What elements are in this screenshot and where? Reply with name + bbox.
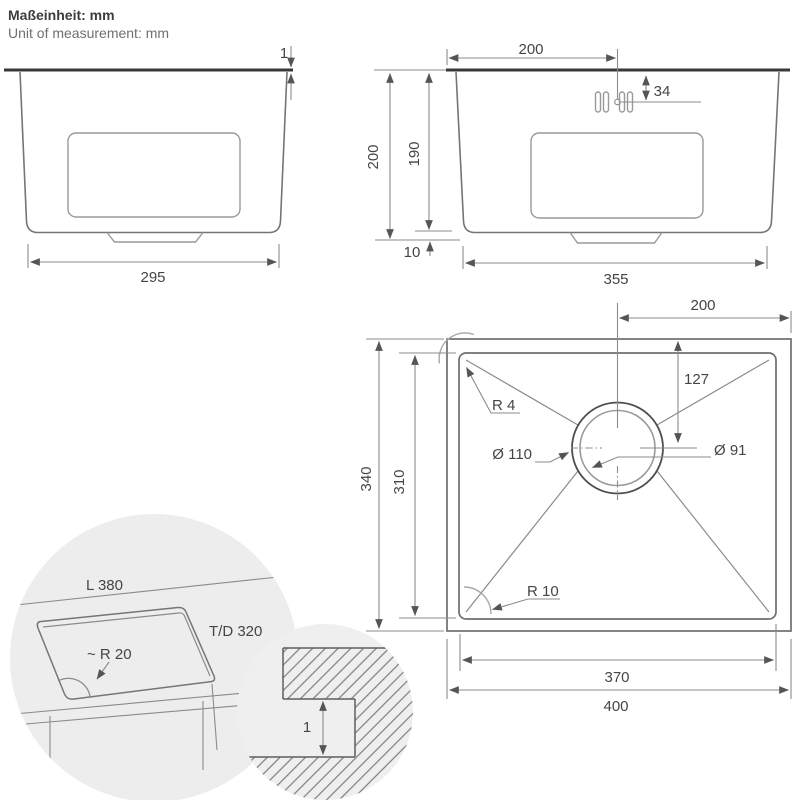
- dim-front-rim-label: 1: [280, 45, 288, 62]
- leader-line: [96, 661, 110, 680]
- corner-radius-arc-bottom-left: [463, 586, 492, 615]
- dim-side-tap-offset: 200: [446, 41, 619, 99]
- dim-overflow-label: 34: [654, 83, 671, 100]
- dim-side-depths: 200 190 10: [365, 72, 460, 261]
- cutout-corner-radius-arc: [57, 677, 91, 697]
- dim-top-tap-offset: 200: [618, 297, 792, 333]
- leader-line: [535, 452, 569, 463]
- diagonal-line: [656, 470, 770, 613]
- dim-front-width-label: 295: [140, 269, 165, 286]
- leader-line: [591, 456, 711, 469]
- dim-overflow-offset: 34: [621, 75, 701, 103]
- tap-hole-center-mark: [614, 98, 621, 106]
- callout-r4-label: R 4: [492, 397, 515, 414]
- cutout-bevel-line: [42, 612, 211, 677]
- cutout-detail-content: L 380 T/D 320 ~ R 20: [13, 576, 279, 770]
- dim-inner-depth-label: 310: [391, 469, 408, 494]
- overflow-slot: [594, 91, 602, 113]
- counter-front-edge-lower: [13, 702, 271, 726]
- dim-side-tap-label: 200: [518, 41, 543, 58]
- callout-d91-label: Ø 91: [714, 442, 747, 459]
- dim-inner-width-label: 370: [604, 669, 629, 686]
- diagonal-line: [656, 359, 770, 426]
- dim-outer-width-label: 400: [603, 698, 628, 715]
- section-hatching: [237, 648, 413, 800]
- leader-line: [466, 367, 520, 414]
- dim-side-width-label: 355: [603, 271, 628, 288]
- front-view: 1 295: [4, 45, 295, 286]
- callout-r10: R 10: [491, 583, 560, 611]
- leader-line: [491, 598, 560, 611]
- unit-header-en: Unit of measurement: mm: [8, 25, 170, 41]
- counter-back-edge: [15, 576, 279, 606]
- front-bowl-outline: [19, 71, 288, 234]
- side-drain-lip: [569, 232, 663, 244]
- dim-lip-height-label: 10: [404, 244, 421, 261]
- edge-detail-content: 1: [237, 647, 413, 800]
- side-bowl-outline: [455, 71, 780, 234]
- callout-r4: R 4: [466, 367, 520, 414]
- dim-drain-vertical-offset: 127: [640, 340, 709, 449]
- cutout-outline: [36, 606, 216, 700]
- overflow-slot: [602, 91, 610, 113]
- dim-outer-depth-label: 340: [358, 466, 375, 491]
- dim-top-widths: 370 400: [446, 624, 792, 715]
- cutout-length-label: L 380: [86, 577, 123, 594]
- cutout-radius-label: ~ R 20: [87, 646, 132, 663]
- unit-header: Maßeinheit: mm Unit of measurement: mm: [8, 6, 169, 42]
- callout-r10-label: R 10: [527, 583, 559, 600]
- dim-side-bottom-width: 355: [462, 246, 768, 288]
- dim-top-tap-label: 200: [690, 297, 715, 314]
- callout-drain-inner: Ø 91: [591, 442, 747, 469]
- top-outer-rect: [446, 338, 792, 632]
- callout-drain-outer: Ø 110: [492, 446, 569, 463]
- counter-front-edge: [13, 689, 279, 715]
- cutout-detail: L 380 T/D 320 ~ R 20: [10, 514, 298, 800]
- callout-d110-label: Ø 110: [492, 446, 532, 463]
- sink-drop-edge-line: [211, 683, 218, 751]
- dim-bowl-depth-label: 190: [406, 141, 423, 166]
- top-view: 200 127 R 4 R 10 Ø 110 Ø 91: [358, 297, 792, 715]
- edge-detail: 1: [237, 624, 413, 800]
- overflow-slots: [594, 91, 634, 113]
- unit-header-de: Maßeinheit: mm: [8, 7, 115, 23]
- cutout-depth-label: T/D 320: [209, 623, 262, 640]
- detail-circle-background: [10, 514, 298, 800]
- corner-radius-arc-top-left: [438, 332, 475, 364]
- dim-127-label: 127: [684, 371, 709, 388]
- dim-step-height-label: 1: [303, 719, 311, 736]
- dim-front-rim-thickness: 1: [280, 45, 295, 100]
- side-drain-panel: [530, 132, 704, 219]
- front-drain-lip: [106, 232, 204, 243]
- side-view: 200 34 200 190 10 355: [365, 41, 790, 288]
- diagonal-line: [465, 359, 579, 426]
- front-drain-panel: [67, 132, 241, 218]
- dim-top-depths: 340 310: [358, 338, 456, 632]
- dim-front-bottom-width: 295: [27, 244, 280, 286]
- dim-overall-depth-label: 200: [365, 144, 382, 169]
- diagonal-line: [465, 470, 579, 613]
